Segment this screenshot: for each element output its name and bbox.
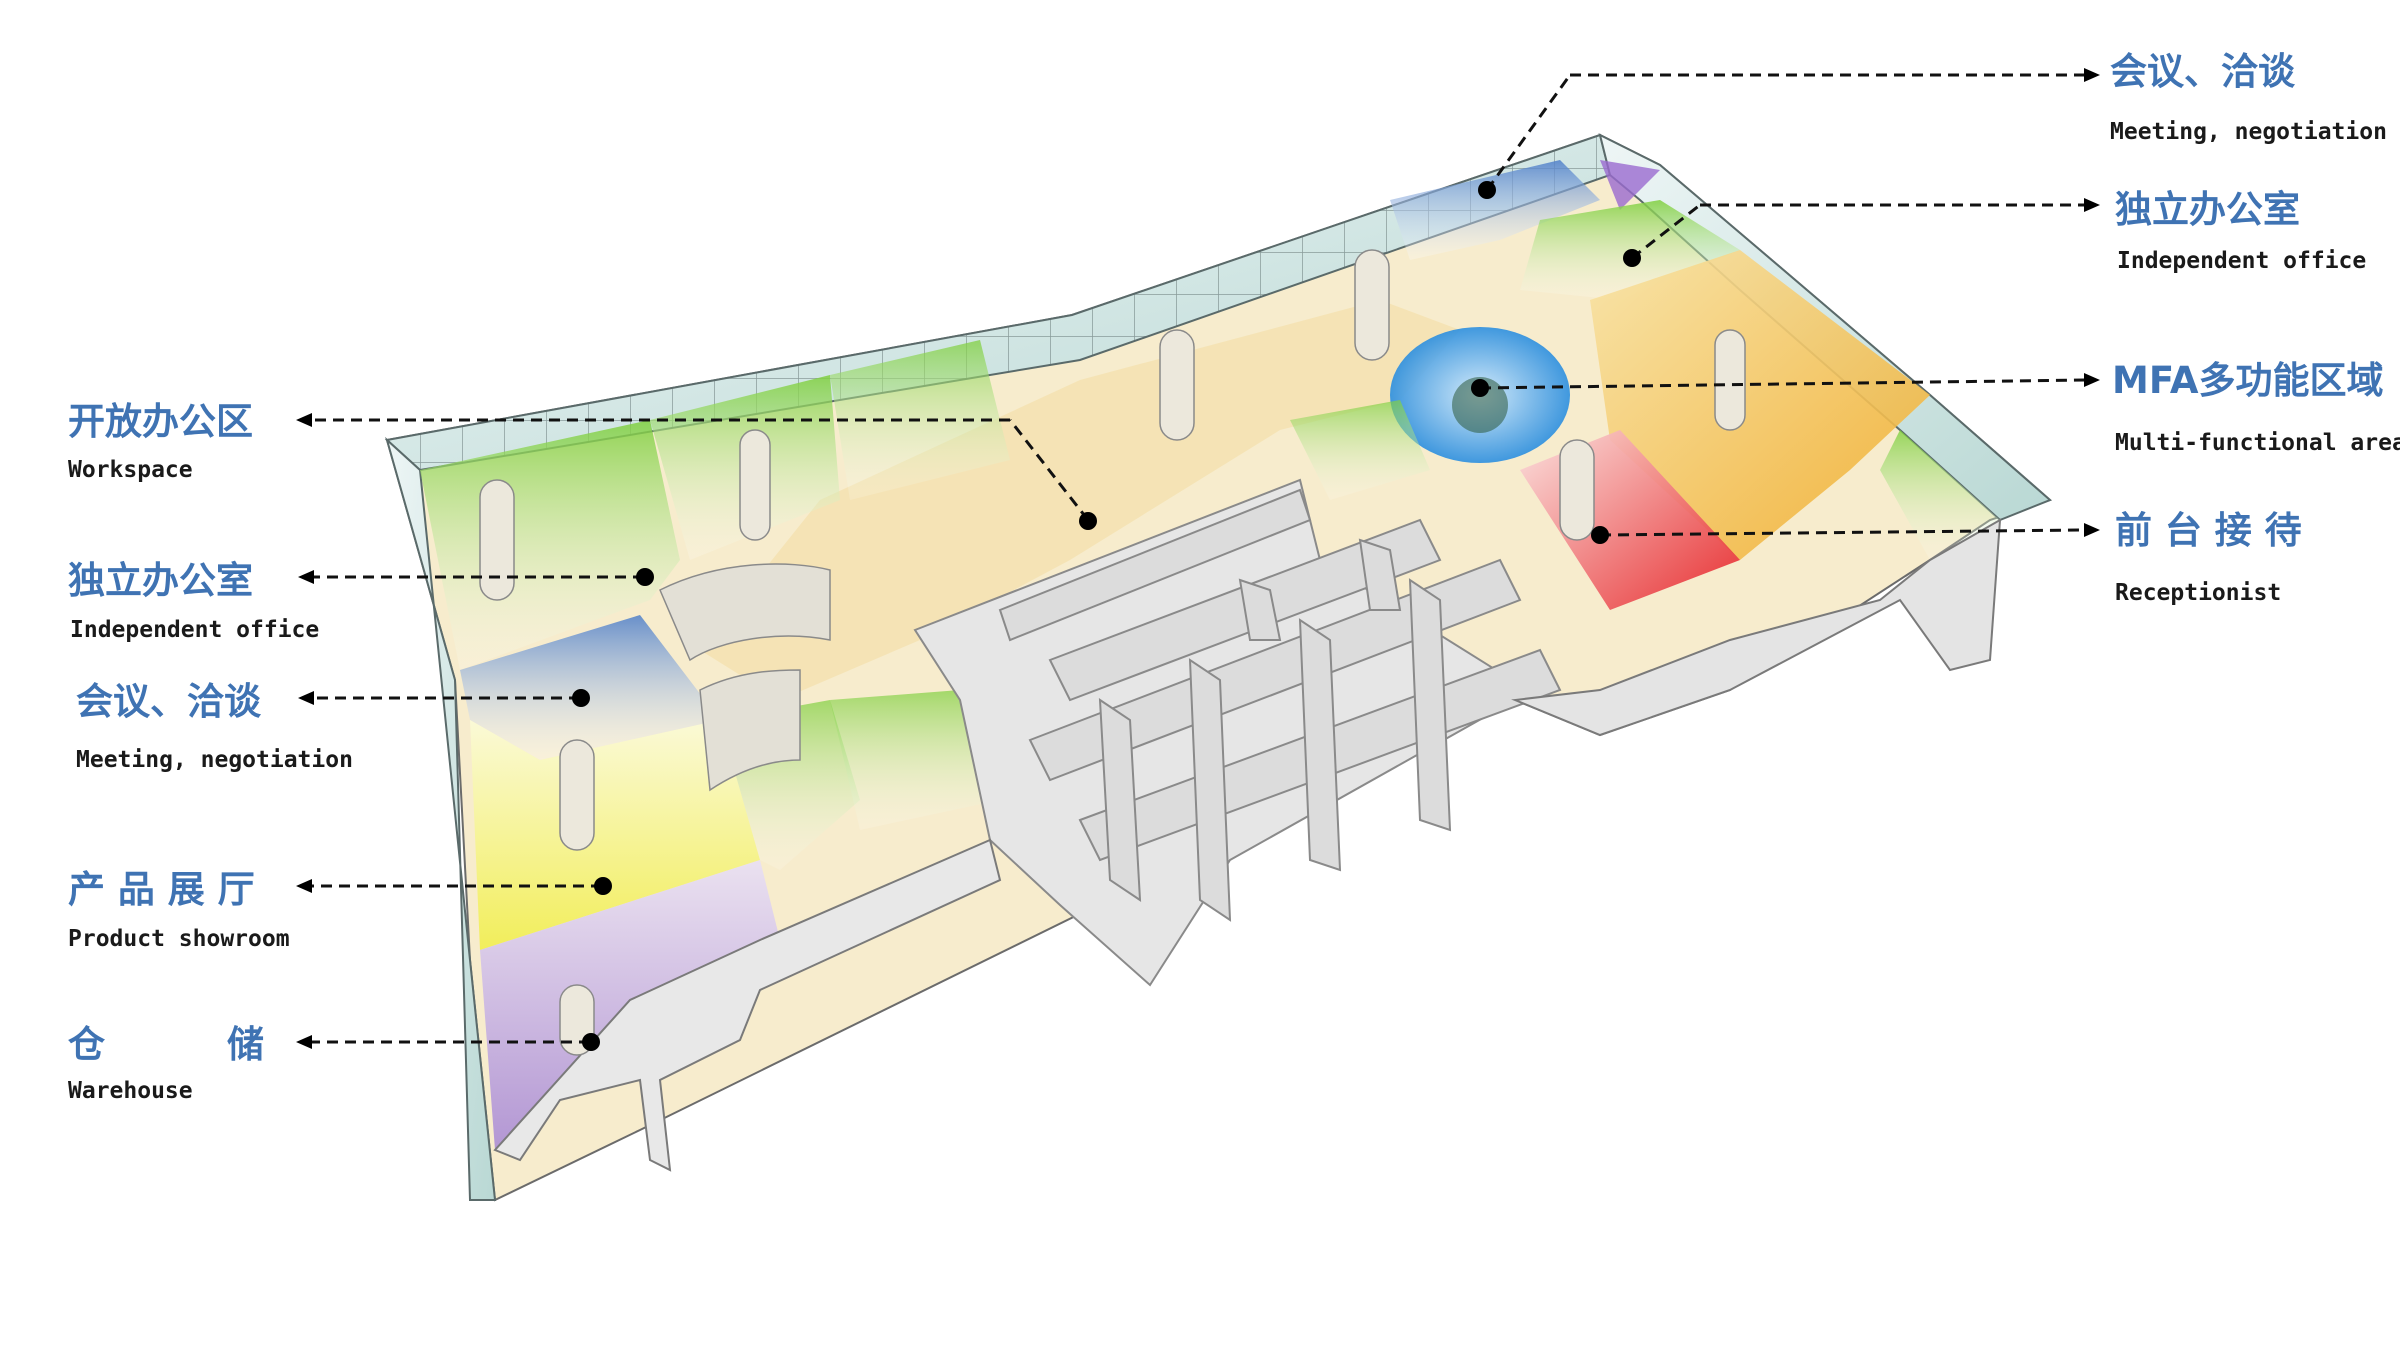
label-warehouse-zh-b: 储 <box>227 1023 264 1066</box>
labels-left: 开放办公区 Workspace 独立办公室 Independent office… <box>68 400 353 1104</box>
label-showroom-zh: 产 品 展 厅 <box>68 868 255 911</box>
label-reception-zh: 前 台 接 待 <box>2115 509 2302 552</box>
label-independent-office-right-en: Independent office <box>2117 248 2366 274</box>
building-axonometric <box>384 133 2052 1202</box>
label-independent-office-left-en: Independent office <box>70 617 319 643</box>
zone-meeting-right <box>1390 160 1600 260</box>
zone-orange-offices <box>1590 250 1930 560</box>
right-outer-wall <box>1511 518 2002 737</box>
labels-right: 会议、洽谈 Meeting, negotiation 独立办公室 Indepen… <box>2110 50 2400 606</box>
zone-meeting-left <box>460 615 720 760</box>
leader-lines <box>296 68 2100 1051</box>
label-reception-en: Receptionist <box>2115 580 2281 606</box>
label-workspace-en: Workspace <box>68 457 193 483</box>
label-mfa-en: Multi-functional area <box>2115 430 2400 456</box>
label-meeting-right-zh: 会议、洽谈 <box>2110 50 2296 93</box>
lower-left-wall <box>493 838 1002 1172</box>
core-walls <box>913 478 1601 987</box>
label-workspace-zh: 开放办公区 <box>68 400 253 443</box>
label-showroom-en: Product showroom <box>68 926 290 952</box>
zone-independent-office-left <box>420 420 680 670</box>
label-warehouse-en: Warehouse <box>68 1078 193 1104</box>
label-meeting-left-zh: 会议、洽谈 <box>76 680 262 723</box>
label-independent-office-left-zh: 独立办公室 <box>68 559 253 602</box>
label-mfa-zh: MFA多功能区域 <box>2112 359 2383 402</box>
label-meeting-right-en: Meeting, negotiation <box>2110 119 2387 145</box>
zone-open-workspace <box>700 300 1460 700</box>
label-meeting-left-en: Meeting, negotiation <box>76 747 353 773</box>
zone-showroom <box>470 720 760 950</box>
label-independent-office-right-zh: 独立办公室 <box>2115 188 2300 231</box>
label-warehouse-zh-a: 仓 <box>68 1023 106 1066</box>
